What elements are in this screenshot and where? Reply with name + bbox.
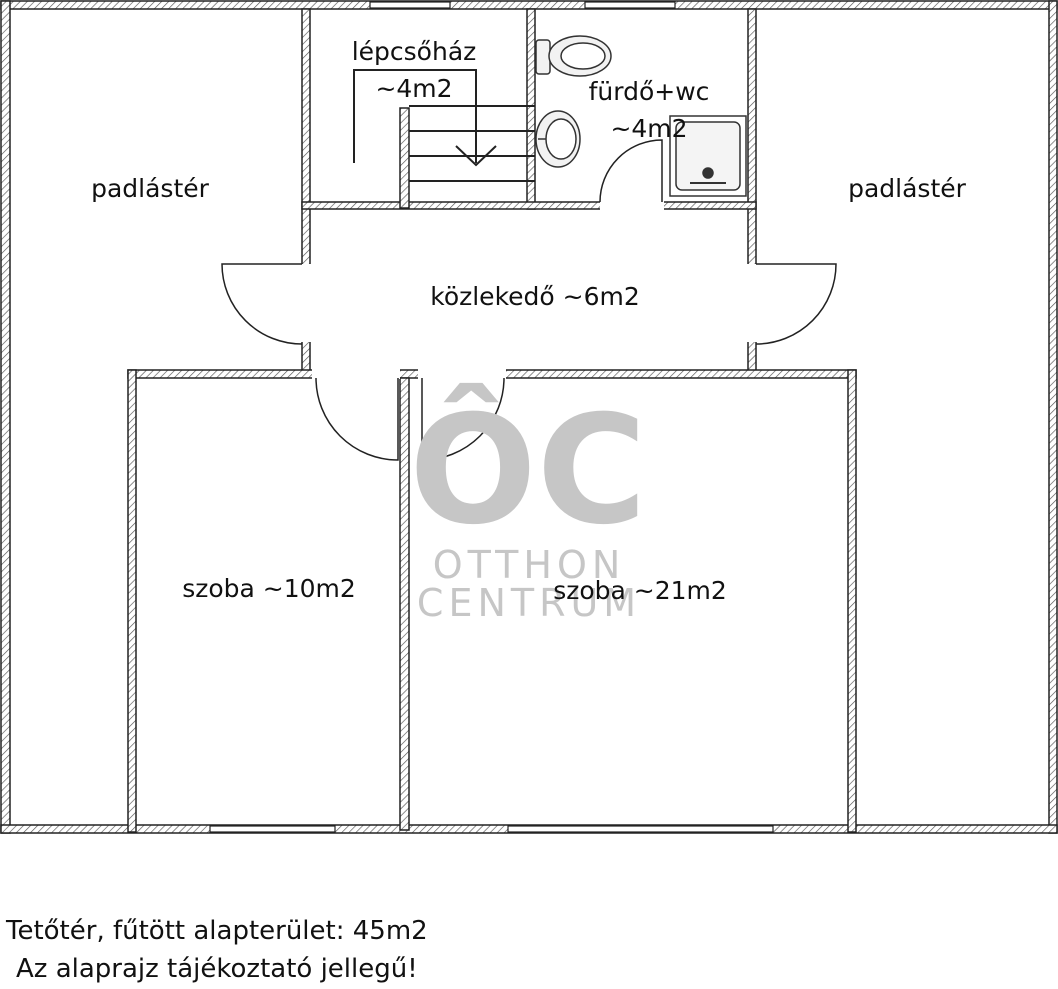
label-staircase-name: lépcsőház <box>352 37 477 66</box>
door-bathroom <box>599 139 663 203</box>
interior-walls <box>127 8 857 833</box>
label-room-small: szoba ~10m2 <box>182 574 356 603</box>
caption-line2: Az alaprajz tájékoztató jellegű! <box>16 954 418 984</box>
door-large-room <box>421 377 505 461</box>
sink-icon <box>535 110 581 168</box>
label-room-large: szoba ~21m2 <box>553 576 727 605</box>
watermark-line2: CENTRUM <box>417 581 641 625</box>
watermark: ÔC OTTHON CENTRUM <box>409 383 647 625</box>
toilet-icon <box>535 35 612 77</box>
label-bathroom-name: fürdő+wc <box>589 77 710 106</box>
label-bathroom-area: ~4m2 <box>610 114 687 143</box>
door-openings <box>301 201 757 379</box>
label-staircase-area: ~4m2 <box>375 74 452 103</box>
door-left-attic <box>221 263 303 345</box>
label-attic-left: padlástér <box>91 174 210 203</box>
shower-tray-icon <box>669 115 747 197</box>
windows <box>209 1 774 833</box>
room-labels: padlástér padlástér lépcsőház ~4m2 fürdő… <box>91 37 967 605</box>
watermark-logo: ÔC <box>409 383 647 558</box>
label-hallway: közlekedő ~6m2 <box>430 282 640 311</box>
staircase <box>353 69 535 182</box>
label-attic-right: padlástér <box>848 174 967 203</box>
door-small-room <box>315 377 399 461</box>
watermark-line1: OTTHON <box>433 543 626 587</box>
door-right-attic <box>755 263 837 345</box>
floor-plan: ÔC OTTHON CENTRUM padlástér padlástér lé… <box>0 0 1058 834</box>
caption-line1: Tetőtér, fűtött alapterület: 45m2 <box>6 916 428 946</box>
doors <box>221 139 837 461</box>
